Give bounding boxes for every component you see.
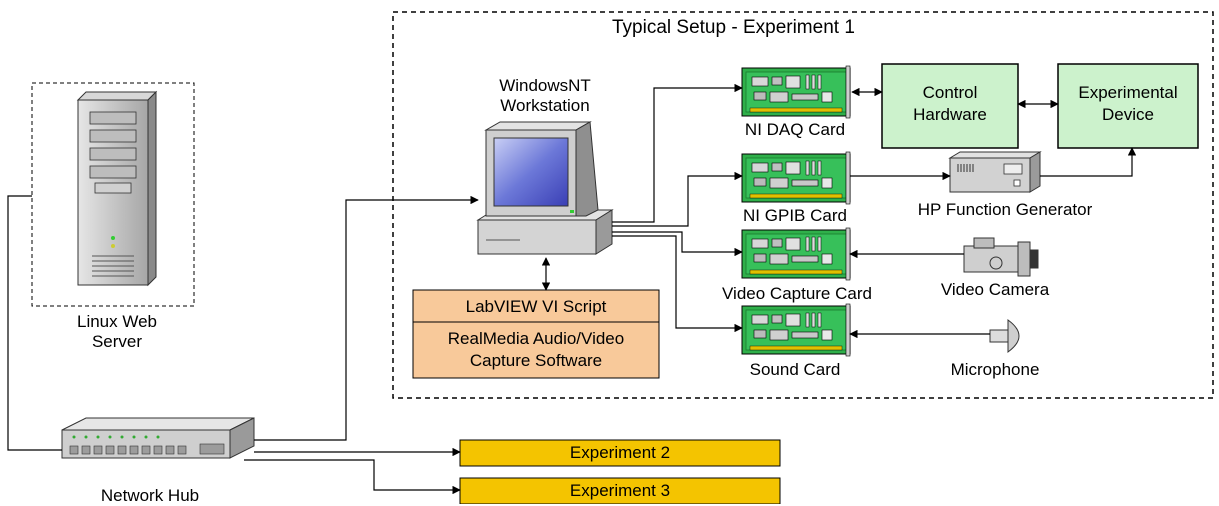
video-card-icon xyxy=(741,227,851,281)
video-camera-icon xyxy=(963,237,1039,277)
labview-label: LabVIEW VI Script xyxy=(465,297,607,316)
video-card-label: Video Capture Card xyxy=(722,284,872,303)
fg-exp-link xyxy=(1040,147,1137,177)
ws-video-link xyxy=(612,231,743,257)
microphone-icon xyxy=(989,319,1020,353)
function-generator-label: HP Function Generator xyxy=(917,200,1093,219)
hub-exp3-link xyxy=(244,459,461,495)
ws-gpib-link xyxy=(612,171,743,227)
microphone-label: Microphone xyxy=(950,360,1040,379)
experiment2-label: Experiment 2 xyxy=(569,443,671,462)
control-hardware-box xyxy=(881,63,1019,149)
daq-card-icon xyxy=(741,65,851,119)
realmedia-label-line2: Capture Software xyxy=(469,351,603,370)
workstation-label-line1: WindowsNT xyxy=(499,76,591,95)
experiment1-boundary xyxy=(392,11,1214,399)
function-generator-icon xyxy=(948,151,1042,193)
ws-daq-link xyxy=(612,83,743,223)
sound-card-icon xyxy=(741,303,851,357)
daq-card-label: NI DAQ Card xyxy=(744,120,846,139)
realmedia-label-line1: RealMedia Audio/Video xyxy=(447,329,625,348)
control-hardware-line2: Hardware xyxy=(913,105,987,124)
sound-card-label: Sound Card xyxy=(749,360,841,379)
ws-sound-link xyxy=(612,235,743,333)
server-boundary xyxy=(31,82,195,307)
workstation-label-line2: Workstation xyxy=(500,96,590,115)
experimental-device-line2: Device xyxy=(1102,105,1154,124)
server-label-line1: Linux Web xyxy=(76,312,157,331)
gpib-card-icon xyxy=(741,151,851,205)
control-hardware-line1: Control xyxy=(922,83,978,102)
realmedia-box xyxy=(412,321,660,379)
server-label-line2: Server xyxy=(91,332,143,351)
labview-box xyxy=(412,289,660,323)
workstation-icon xyxy=(476,121,614,255)
video-camera-label: Video Camera xyxy=(940,280,1050,299)
hub-workstation-link xyxy=(254,195,479,441)
hub-label: Network Hub xyxy=(100,486,200,505)
experimental-device-box xyxy=(1057,63,1199,149)
gpib-card-label: NI GPIB Card xyxy=(743,206,847,225)
experiment3-bar xyxy=(459,477,781,504)
experiment3-label: Experiment 3 xyxy=(569,481,671,500)
server-hub-link xyxy=(7,195,62,451)
experimental-device-line1: Experimental xyxy=(1078,83,1178,102)
setup-title: Typical Setup - Experiment 1 xyxy=(612,17,855,38)
server-icon xyxy=(76,90,158,287)
network-hub-icon xyxy=(61,417,255,459)
